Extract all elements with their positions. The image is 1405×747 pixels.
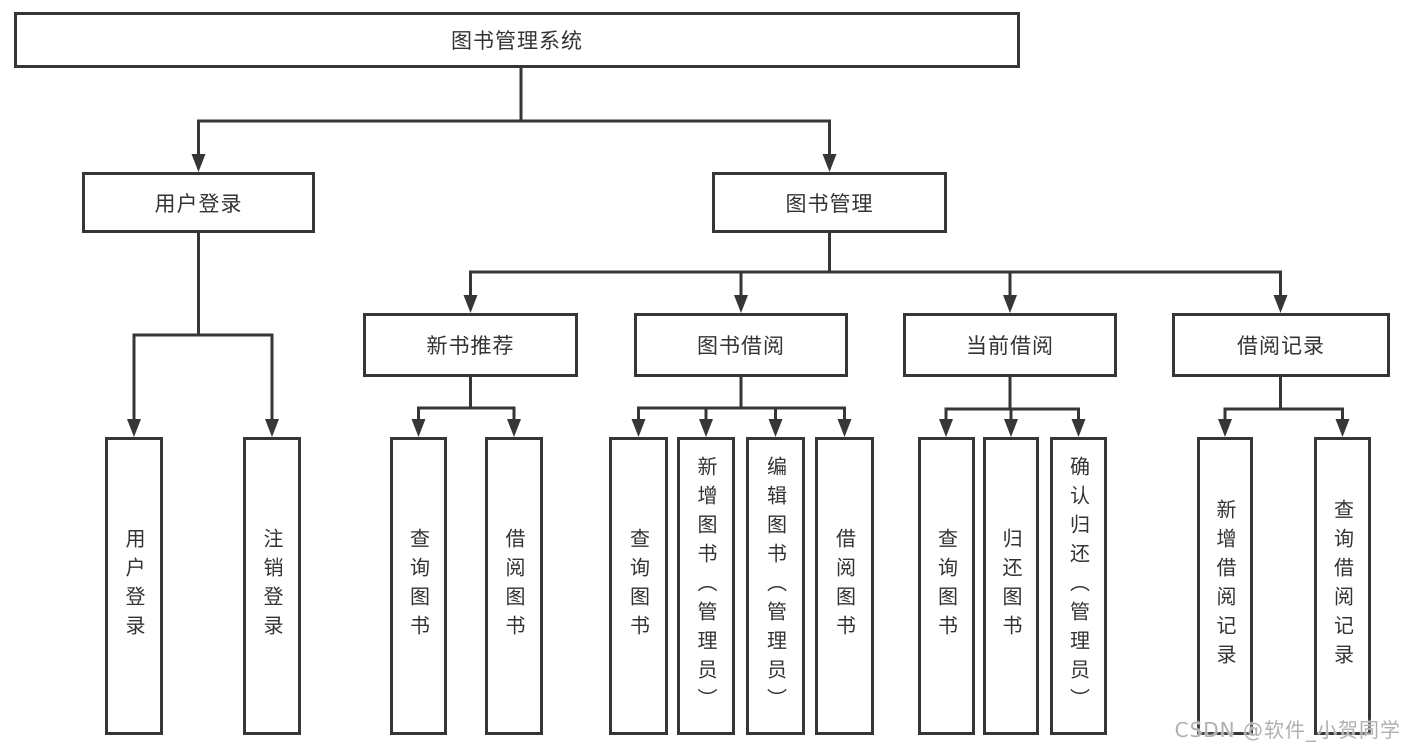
node-label: 图书管理 <box>785 191 874 216</box>
leaf-borrow-book-recommend: 借阅图书 <box>485 437 543 735</box>
leaf-add-book-admin: 新增图书（管理员） <box>677 437 735 735</box>
node-label: 借阅记录 <box>1237 334 1325 358</box>
arrowheads <box>127 154 1350 437</box>
node-label: 用户登录 <box>154 191 243 216</box>
node-label: 注销登录 <box>260 528 284 644</box>
node-label: 借阅图书 <box>832 528 857 644</box>
leaf-confirm-return-admin: 确认归还（管理员） <box>1050 437 1107 735</box>
leaf-return-book: 归还图书 <box>983 437 1039 735</box>
node-new-book-recommend: 新书推荐 <box>363 313 578 377</box>
node-book-management: 图书管理 <box>712 172 947 233</box>
leaf-edit-book-admin: 编辑图书（管理员） <box>746 437 805 735</box>
leaf-add-borrow-record: 新增借阅记录 <box>1197 437 1253 735</box>
node-label: 借阅图书 <box>502 528 526 644</box>
node-label: 查询图书 <box>626 528 651 644</box>
leaf-query-book-current: 查询图书 <box>918 437 975 735</box>
node-label: 用户登录 <box>122 528 146 644</box>
node-label: 查询图书 <box>406 528 431 644</box>
node-label: 查询图书 <box>934 528 959 644</box>
csdn-watermark: CSDN @软件_小贺同学 <box>1174 718 1401 742</box>
leaf-user-login: 用户登录 <box>105 437 163 735</box>
leaf-logout: 注销登录 <box>243 437 301 735</box>
node-label: 新增图书（管理员） <box>694 455 718 717</box>
node-label: 新书推荐 <box>426 334 515 358</box>
node-library-management-system: 图书管理系统 <box>14 12 1020 68</box>
node-label: 图书借阅 <box>697 334 785 358</box>
node-label: 归还图书 <box>999 528 1023 644</box>
node-label: 新增借阅记录 <box>1213 499 1237 673</box>
node-label: 确认归还（管理员） <box>1066 455 1091 717</box>
leaf-query-borrow-record: 查询借阅记录 <box>1314 437 1371 735</box>
node-book-borrowing: 图书借阅 <box>634 313 848 377</box>
leaf-query-book-borrow: 查询图书 <box>609 437 668 735</box>
node-current-borrowing: 当前借阅 <box>903 313 1117 377</box>
node-borrowing-records: 借阅记录 <box>1172 313 1390 377</box>
node-label: 查询借阅记录 <box>1330 499 1355 673</box>
node-label: 图书管理系统 <box>451 29 583 53</box>
tree-edges <box>132 68 1344 421</box>
leaf-query-book-recommend: 查询图书 <box>390 437 447 735</box>
leaf-borrow-book: 借阅图书 <box>815 437 874 735</box>
node-label: 当前借阅 <box>966 334 1054 358</box>
node-label: 编辑图书（管理员） <box>763 455 788 717</box>
node-user-login: 用户登录 <box>82 172 315 233</box>
